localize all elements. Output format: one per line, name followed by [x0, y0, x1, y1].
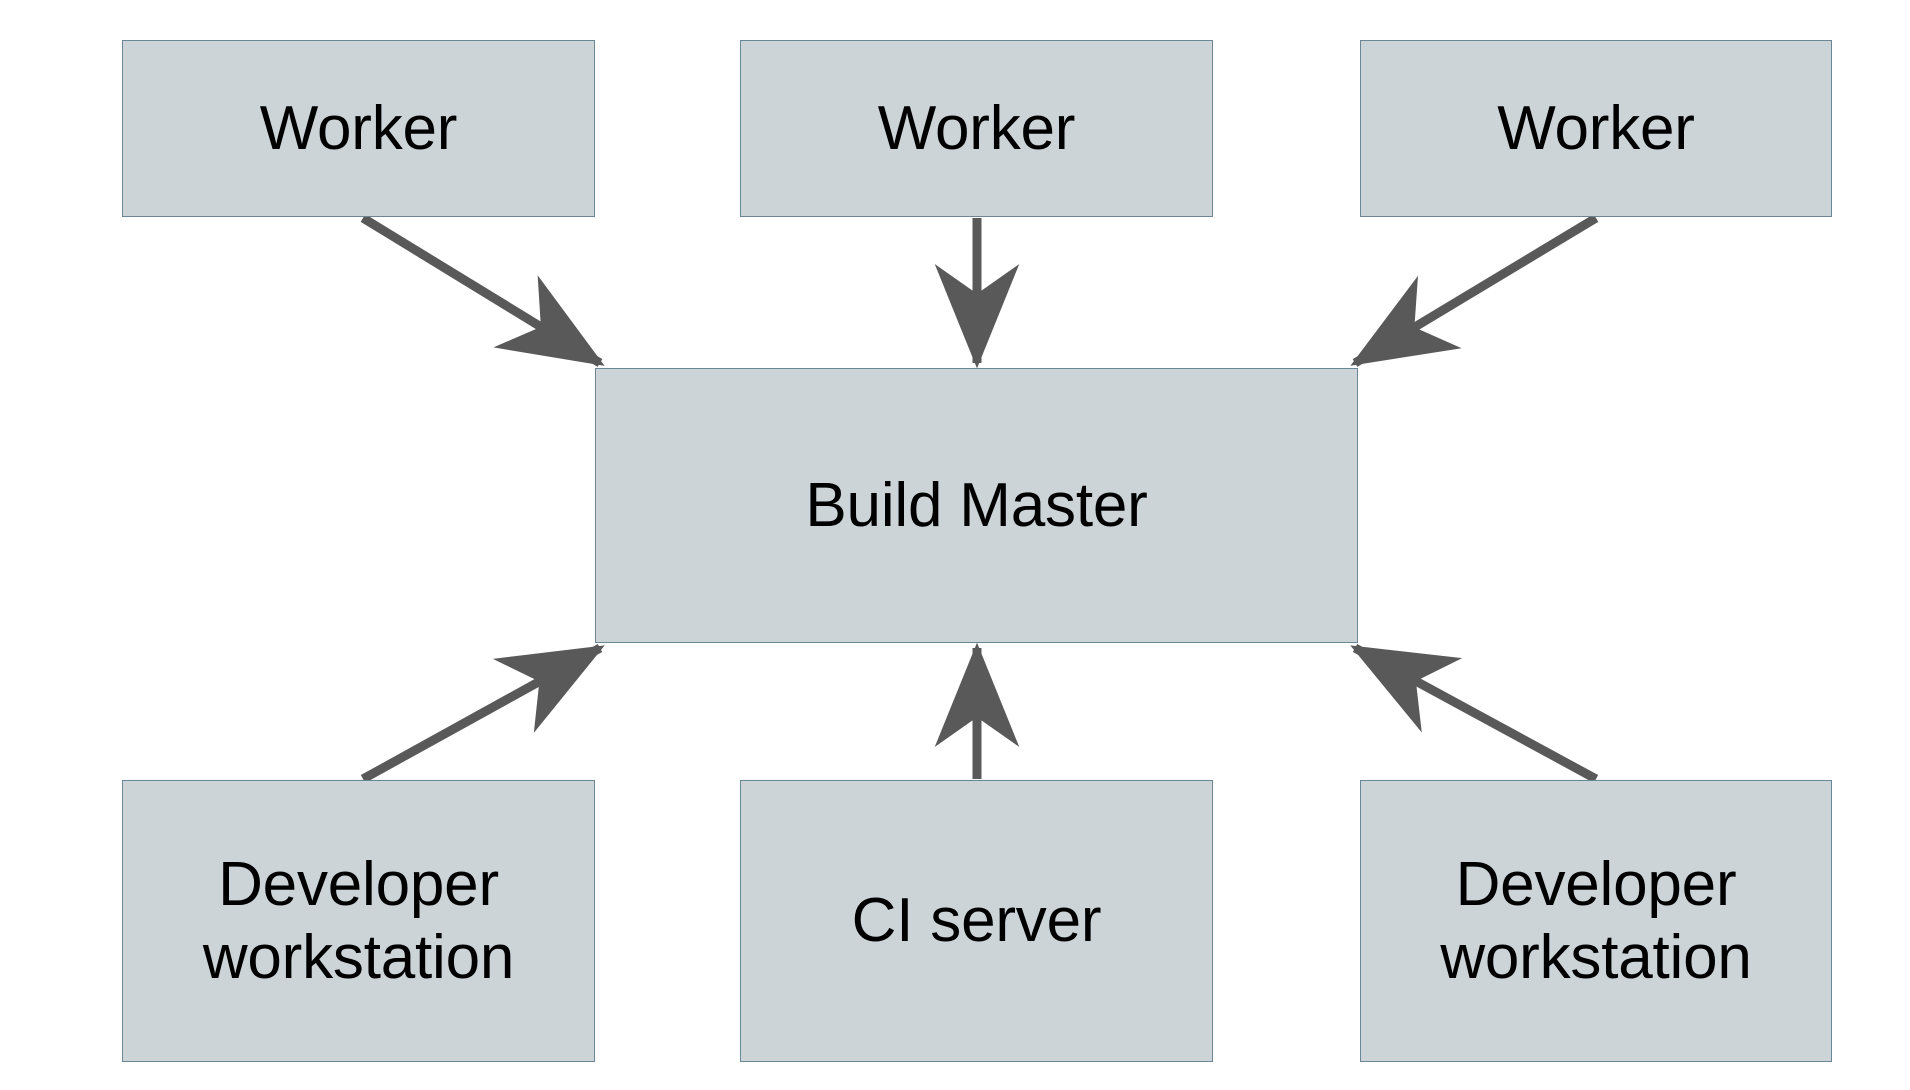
edge-worker1-to-master [360, 214, 605, 367]
node-worker-1-label: Worker [259, 93, 458, 163]
node-worker-2[interactable]: Worker [740, 40, 1213, 217]
node-build-master[interactable]: Build Master [595, 368, 1358, 643]
node-developer-workstation-right-label: Developer workstation [1440, 849, 1752, 992]
edge-devwsleft-to-master [360, 644, 605, 783]
edge-worker3-to-master [1350, 214, 1599, 367]
node-worker-3[interactable]: Worker [1360, 40, 1832, 217]
edge-devwsright-to-master [1350, 644, 1599, 783]
node-worker-3-label: Worker [1497, 93, 1695, 163]
node-ci-server[interactable]: CI server [740, 780, 1213, 1062]
node-developer-workstation-left-label: Developer workstation [202, 849, 515, 992]
node-developer-workstation-left[interactable]: Developer workstation [122, 780, 595, 1062]
node-worker-1[interactable]: Worker [122, 40, 595, 217]
node-build-master-label: Build Master [805, 470, 1148, 540]
node-ci-server-label: CI server [851, 886, 1102, 956]
node-developer-workstation-right[interactable]: Developer workstation [1360, 780, 1832, 1062]
node-worker-2-label: Worker [877, 93, 1076, 163]
